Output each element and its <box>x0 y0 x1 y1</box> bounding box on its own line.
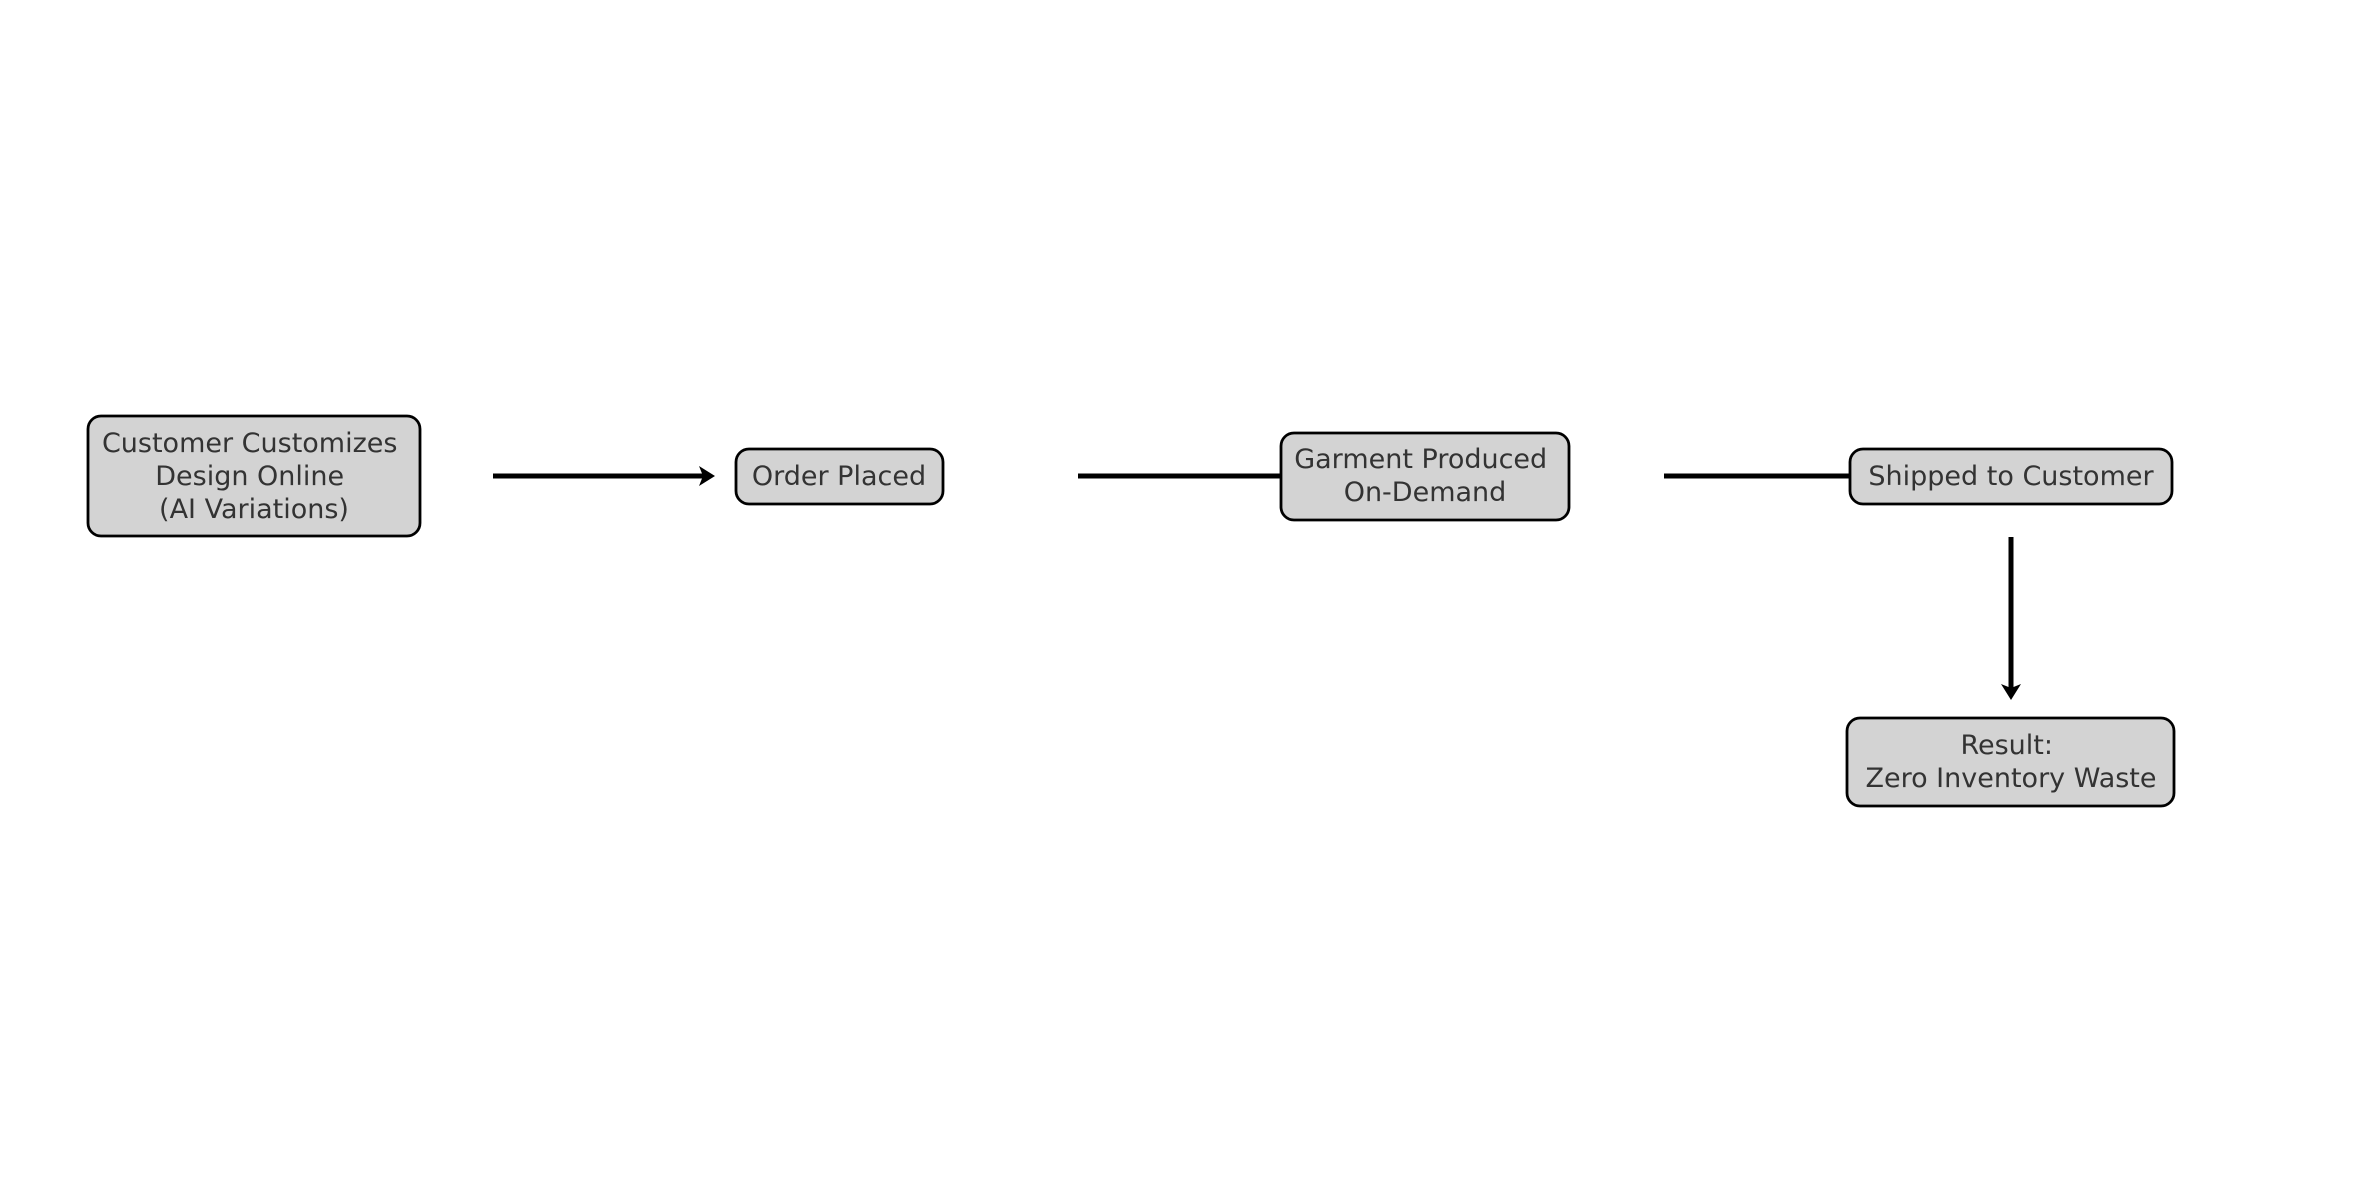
node-customize: Customer Customizes Design Online (AI Va… <box>86 414 422 538</box>
node-result-line-2: Zero Inventory Waste <box>1865 763 2156 794</box>
diagram-nodes: Customer Customizes Design Online (AI Va… <box>86 414 2176 808</box>
node-customize-line-3: (AI Variations) <box>159 494 349 525</box>
node-produce: Garment Produced On-Demand <box>1279 431 1571 522</box>
svg-text:Order Placed: Order Placed <box>752 461 926 492</box>
svg-text:Customer Customizes De: Customer Customizes Design Online (AI Va… <box>102 428 406 525</box>
node-order-line-1: Order Placed <box>752 461 926 492</box>
node-produce-line-2: On-Demand <box>1344 477 1507 508</box>
edge-customize-to-order <box>493 466 715 486</box>
node-customize-line-2: Design Online <box>155 461 344 492</box>
node-result: Result: Zero Inventory Waste <box>1845 716 2176 808</box>
node-ship: Shipped to Customer <box>1848 447 2174 506</box>
edge-ship-to-result <box>2001 537 2021 700</box>
svg-text:Result: Zero Inventory: Result: Zero Inventory Waste <box>1865 730 2156 794</box>
node-customize-line-1: Customer Customizes <box>102 428 398 459</box>
diagram-edges <box>493 466 2021 700</box>
node-order: Order Placed <box>734 447 945 506</box>
node-ship-line-1: Shipped to Customer <box>1868 461 2154 492</box>
svg-text:Garment Produced On-De: Garment Produced On-Demand <box>1294 444 1556 508</box>
node-produce-line-1: Garment Produced <box>1294 444 1547 475</box>
svg-text:Shipped to Customer: Shipped to Customer <box>1868 461 2154 492</box>
node-result-line-1: Result: <box>1960 730 2053 761</box>
edge-order-to-produce <box>1078 466 1300 486</box>
